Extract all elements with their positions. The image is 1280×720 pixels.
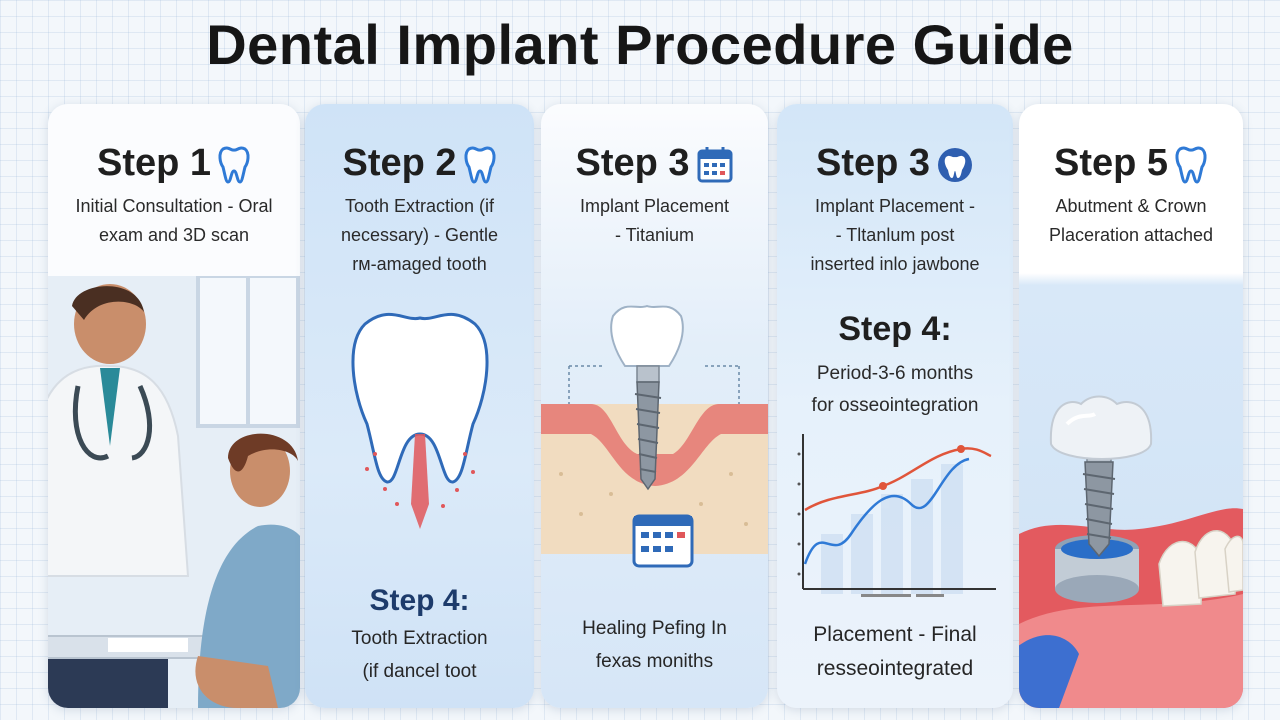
step-2-label: Step 2 bbox=[342, 142, 457, 184]
step-3-panel: Step 3 Implant Placement - Titanium Heal… bbox=[541, 104, 768, 708]
lower-line: resseointegrated bbox=[816, 657, 974, 680]
step-3-label: Step 3 bbox=[575, 142, 690, 184]
step-3b-heading: Step 3 bbox=[777, 142, 1013, 185]
lower-line: Placement - Final bbox=[813, 623, 977, 646]
step-4-sub-description: Period-3-6 months for osseointegration bbox=[783, 358, 1007, 422]
desc-line: rм-amaged tooth bbox=[352, 254, 487, 274]
step-3-description: Implant Placement - Titanium bbox=[547, 192, 762, 250]
sub-desc-line: Period-3-6 months bbox=[816, 363, 974, 384]
tooth-icon bbox=[1174, 145, 1208, 185]
panel-header-bg bbox=[48, 104, 300, 276]
step-1-panel: Step 1 Initial Consultation - Oral exam … bbox=[48, 104, 300, 708]
step-2-panel: Step 2 Tooth Extraction (if necessary) -… bbox=[305, 104, 534, 708]
step-1-label: Step 1 bbox=[96, 142, 212, 184]
desc-line: necessary) - Gentle bbox=[340, 225, 499, 245]
abutment-crown-illustration bbox=[1019, 395, 1243, 708]
desc-line: - Tltanlum post bbox=[835, 225, 955, 245]
calendar-icon bbox=[696, 145, 734, 185]
step-3b-label: Step 3 bbox=[815, 142, 931, 184]
desc-line: Initial Consultation - Oral bbox=[75, 196, 273, 216]
step-1-heading: Step 1 bbox=[48, 142, 300, 185]
page-title: Dental Implant Procedure Guide bbox=[206, 13, 1074, 76]
step-3b-panel: Step 3 Implant Placement - - Tltanlum po… bbox=[777, 104, 1013, 708]
lower-line: Tooth Extraction bbox=[351, 628, 488, 649]
step-3-heading: Step 3 bbox=[541, 142, 768, 185]
step-5-panel: Step 5 Abutment & Crown Placeration atta… bbox=[1019, 104, 1243, 708]
step-4-sub-heading: Step 4: bbox=[838, 310, 952, 348]
consultation-illustration bbox=[48, 276, 300, 708]
step-5-label: Step 5 bbox=[1053, 142, 1169, 184]
step-1-description: Initial Consultation - Oral exam and 3D … bbox=[54, 192, 294, 250]
step-3-lower-text: Healing Pefing In fexas moniths bbox=[547, 612, 762, 678]
step-2-lower-text: Tooth Extraction (if dancel toot bbox=[311, 622, 528, 688]
tooth-icon bbox=[463, 145, 497, 185]
lower-line: Healing Pefing In bbox=[582, 618, 727, 639]
step-5-heading: Step 5 bbox=[1019, 142, 1243, 185]
tooth-icon bbox=[217, 145, 251, 185]
step-3b-description: Implant Placement - - Tltanlum post inse… bbox=[783, 192, 1007, 279]
step-2-description: Tooth Extraction (if necessary) - Gentle… bbox=[311, 192, 528, 279]
lower-line: fexas moniths bbox=[595, 651, 714, 672]
desc-line: Placeration attached bbox=[1048, 225, 1214, 245]
tooth-extraction-illustration bbox=[351, 312, 489, 529]
desc-line: Implant Placement - bbox=[814, 196, 976, 216]
step-5-description: Abutment & Crown Placeration attached bbox=[1025, 192, 1237, 250]
tooth-badge-icon bbox=[936, 145, 974, 185]
desc-line: Tooth Extraction (if bbox=[344, 196, 495, 216]
sub-desc-line: for osseointegration bbox=[811, 395, 979, 416]
implant-placement-illustration bbox=[541, 304, 768, 568]
lower-line: (if dancel toot bbox=[362, 661, 477, 682]
step-2-heading: Step 2 bbox=[305, 142, 534, 185]
desc-line: - Titanium bbox=[614, 225, 695, 245]
desc-line: exam and 3D scan bbox=[98, 225, 250, 245]
desc-line: Implant Placement bbox=[579, 196, 730, 216]
step-4-sub-heading: Step 4: bbox=[369, 584, 470, 617]
osseointegration-graph bbox=[797, 434, 996, 597]
desc-line: inserted inlo jawbone bbox=[810, 254, 980, 274]
desc-line: Abutment & Crown bbox=[1055, 196, 1207, 216]
step-3b-lower-text: Placement - Final resseointegrated bbox=[783, 618, 1007, 686]
